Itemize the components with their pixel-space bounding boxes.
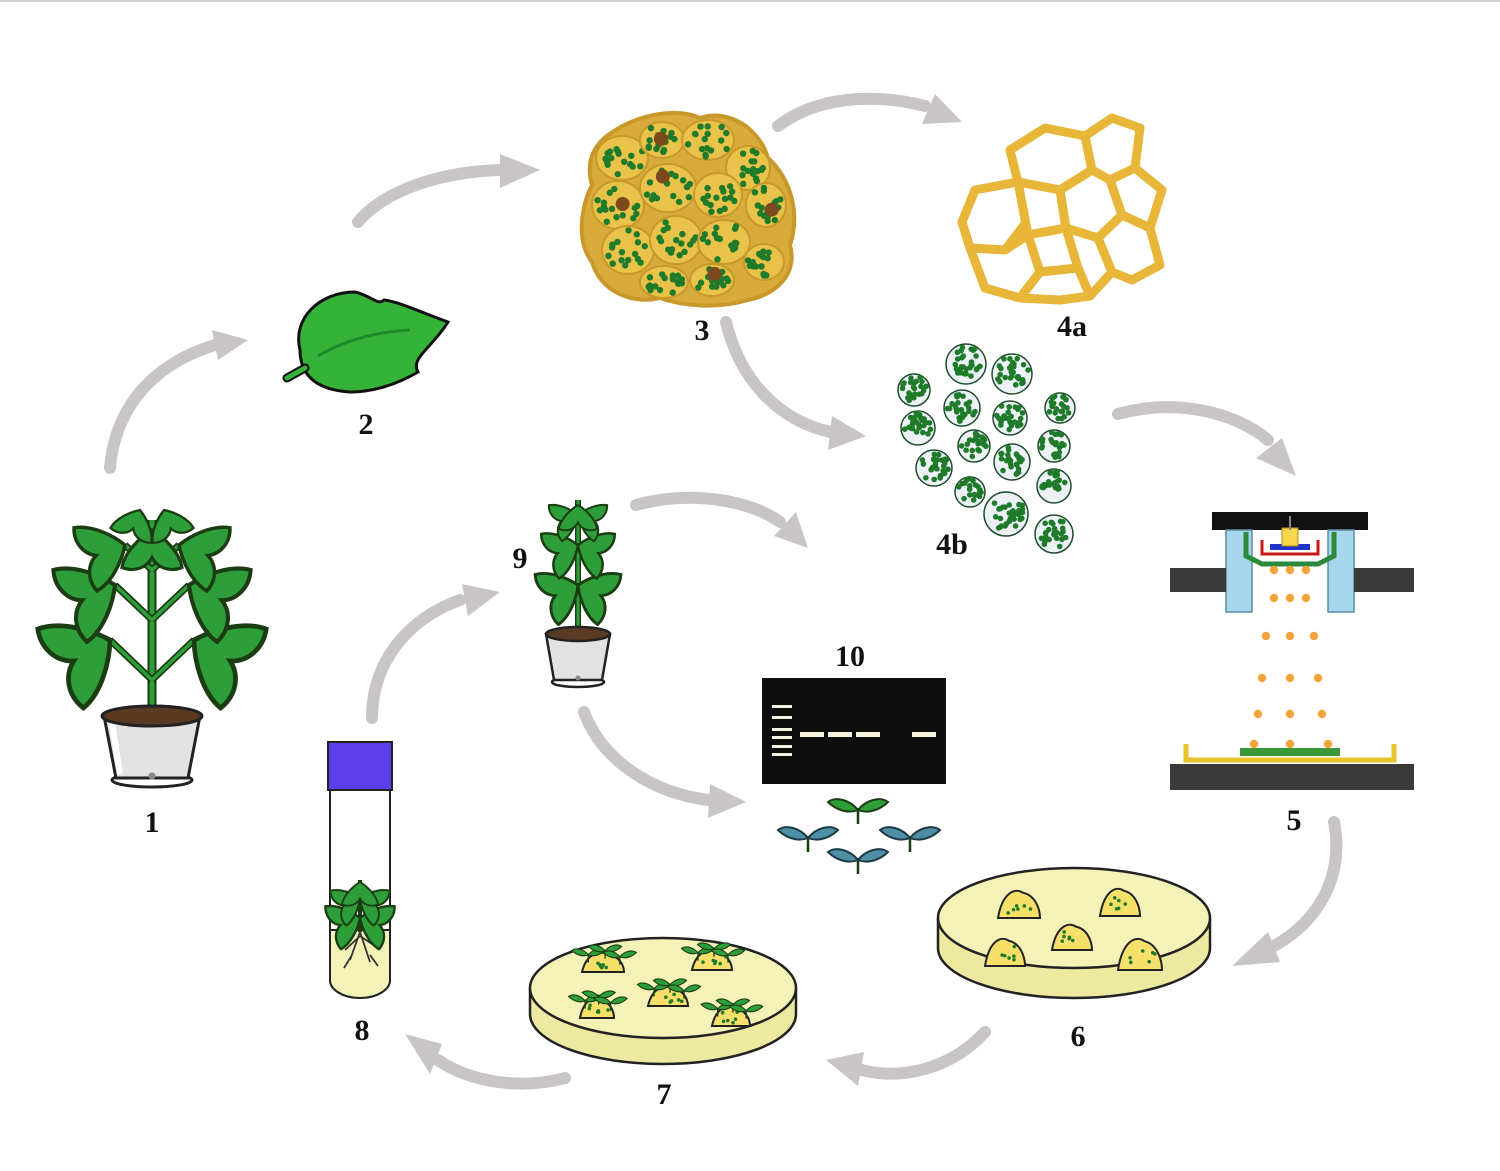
label-callus-plate: 6: [1071, 1020, 1086, 1053]
arrow-9-to-10: [578, 706, 746, 818]
arrow-3-to-4b: [720, 316, 866, 450]
label-tissue: 3: [695, 314, 710, 347]
label-leaf: 2: [359, 408, 374, 441]
label-potted-plantlet: 9: [513, 542, 528, 575]
label-protoplasts: 4b: [936, 528, 968, 561]
arrow-6-to-7: [826, 1026, 991, 1086]
leaf-illustration: [282, 290, 451, 394]
arrow-4b-to-5: [1112, 401, 1296, 476]
arrow-1-to-2: [104, 330, 248, 474]
protoplasts-illustration: [897, 343, 1076, 554]
label-shoot-plate: 7: [657, 1078, 672, 1111]
arrow-9-to-4b: [630, 491, 808, 548]
arrow-8-to-9: [366, 584, 500, 724]
label-bioprinter: 5: [1287, 804, 1302, 837]
callus-plate-illustration: [936, 866, 1212, 1000]
test-tube-illustration: [322, 741, 398, 999]
label-test-tube: 8: [355, 1014, 370, 1047]
arrow-2-to-3: [352, 154, 540, 228]
arrow-5-to-6: [1232, 816, 1343, 966]
label-plant: 1: [145, 806, 160, 839]
arrow-3-to-4a: [772, 92, 962, 132]
label-gel: 10: [835, 640, 865, 673]
seedlings-illustration: [776, 797, 942, 876]
cell-walls-illustration: [957, 113, 1167, 305]
potted-plantlet-illustration: [531, 495, 625, 689]
arrow-7-to-8: [405, 1034, 571, 1090]
bioprinter-illustration: [1170, 512, 1414, 790]
gel-electrophoresis-illustration: [762, 678, 946, 784]
shoot-plate-illustration: [528, 936, 798, 1066]
plant-illustration: [35, 501, 268, 789]
leaf-tissue-illustration: [579, 110, 797, 308]
label-cell-walls: 4a: [1057, 310, 1087, 343]
